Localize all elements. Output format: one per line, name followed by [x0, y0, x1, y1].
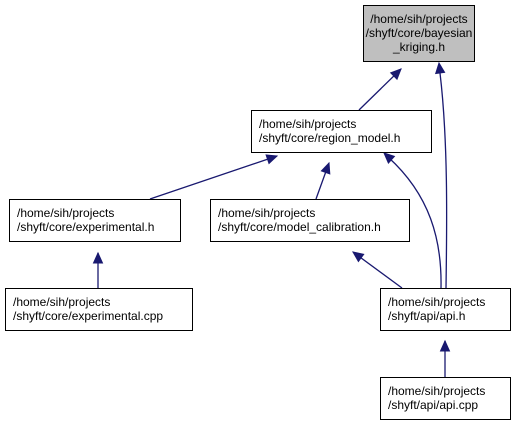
edge-arrowhead	[92, 251, 104, 264]
edge-experimental_cpp-to-experimental_h	[92, 251, 104, 288]
node-box[interactable]	[251, 110, 432, 153]
node-box[interactable]	[9, 199, 181, 242]
edge-arrowhead	[383, 152, 396, 165]
node-region-model[interactable]: /home/sih/projects/shyft/core/region_mod…	[251, 110, 432, 153]
node-box[interactable]	[380, 377, 511, 420]
node-label-line: /home/sih/projects	[388, 295, 485, 309]
node-box[interactable]	[363, 5, 475, 62]
node-label-line: /home/sih/projects	[370, 12, 467, 26]
node-label-line: /home/sih/projects	[259, 117, 356, 131]
node-experimental-h[interactable]: /home/sih/projects/shyft/core/experiment…	[9, 199, 181, 242]
node-label-line: /home/sih/projects	[218, 206, 315, 220]
edge-line	[387, 156, 442, 289]
node-label-line: /home/sih/projects	[13, 295, 110, 309]
node-model-calibration[interactable]: /home/sih/projects/shyft/core/model_cali…	[210, 199, 410, 242]
node-label-line: /shyft/core/experimental.cpp	[13, 309, 163, 323]
edge-region_model-to-bayesian_kriging	[358, 68, 402, 111]
node-label-line: _kriging.h	[392, 40, 445, 54]
node-label-line: /shyft/core/region_model.h	[259, 131, 400, 145]
graph-nodes: /home/sih/projects/shyft/core/bayesian_k…	[5, 5, 511, 420]
node-label-line: /shyft/core/model_calibration.h	[218, 220, 381, 234]
edge-api_h-to-bayesian_kriging	[434, 61, 448, 289]
node-box[interactable]	[5, 288, 193, 331]
node-label-line: /home/sih/projects	[388, 384, 485, 398]
edge-arrowhead	[389, 68, 402, 81]
node-box[interactable]	[210, 199, 410, 242]
edge-api_h-to-model_calibration	[352, 251, 403, 289]
edge-arrowhead	[439, 339, 451, 352]
graph-edges	[92, 61, 451, 377]
edge-line	[149, 155, 278, 200]
edge-arrowhead	[434, 61, 446, 75]
edge-experimental_h-to-region_model	[149, 154, 279, 200]
edge-line	[439, 72, 448, 289]
node-label-line: /shyft/api/api.cpp	[388, 398, 478, 412]
node-api-cpp[interactable]: /home/sih/projects/shyft/api/api.cpp	[380, 377, 511, 420]
edge-api_h-to-region_model	[383, 152, 442, 289]
node-label-line: /shyft/core/experimental.h	[17, 220, 154, 234]
edge-arrowhead	[352, 251, 365, 263]
node-api-h[interactable]: /home/sih/projects/shyft/api/api.h	[380, 288, 511, 331]
edge-model_calibration-to-region_model	[315, 161, 331, 200]
node-label-line: /shyft/core/bayesian	[366, 26, 473, 40]
node-experimental-cpp[interactable]: /home/sih/projects/shyft/core/experiment…	[5, 288, 193, 331]
edge-arrowhead	[320, 161, 331, 175]
edge-api_cpp-to-api_h	[439, 339, 451, 377]
edge-arrowhead	[265, 154, 279, 165]
node-bayesian-kriging[interactable]: /home/sih/projects/shyft/core/bayesian_k…	[363, 5, 475, 62]
node-box[interactable]	[380, 288, 511, 331]
node-label-line: /home/sih/projects	[17, 206, 114, 220]
node-label-line: /shyft/api/api.h	[388, 309, 465, 323]
